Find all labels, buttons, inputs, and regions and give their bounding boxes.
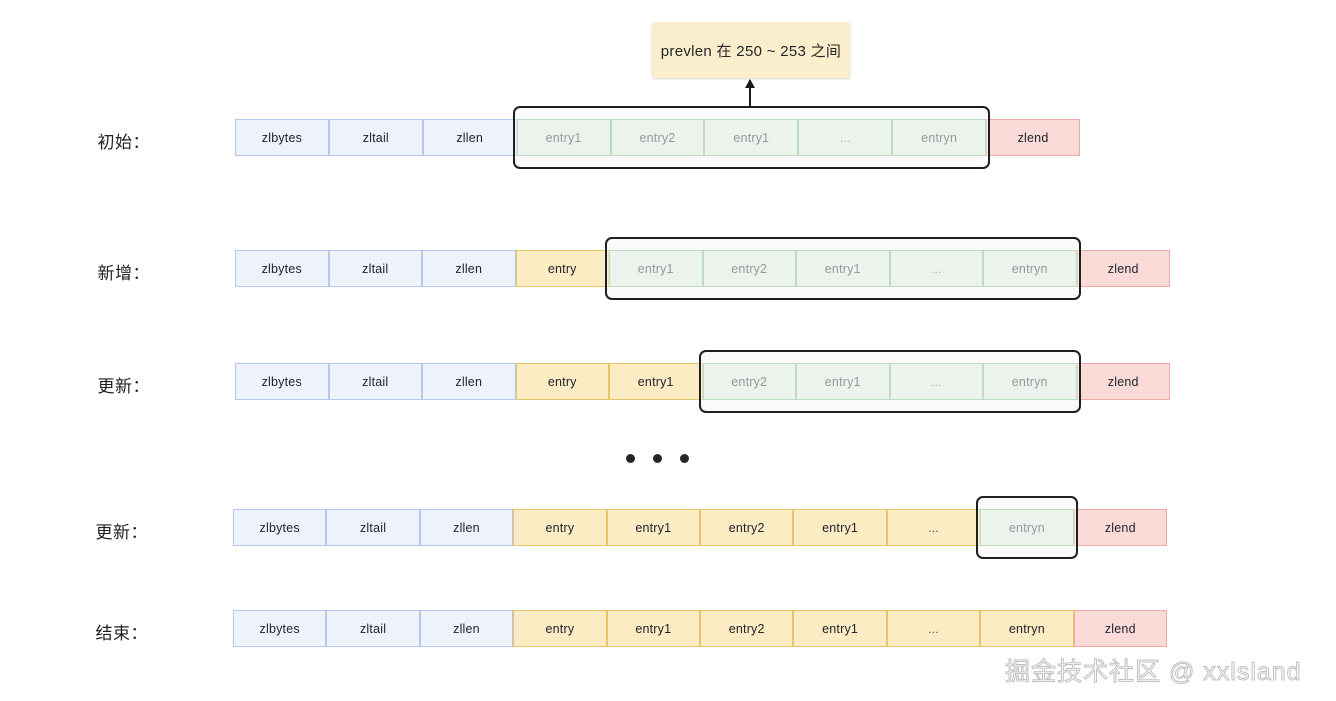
- cell-row-update-1-6: entry1: [796, 363, 890, 400]
- cell-row-initial-7: entryn: [892, 119, 987, 156]
- cell-row-update-2-0: zlbytes: [233, 509, 327, 546]
- cell-row-initial-3: entry1: [516, 119, 611, 156]
- row-label-row-end: 结束：: [95, 624, 148, 643]
- cell-row-end-6: entry1: [793, 610, 887, 647]
- cell-row-update-2-5: entry2: [700, 509, 794, 546]
- cell-row-update-2-1: zltail: [326, 509, 420, 546]
- cell-row-insert-1: zltail: [328, 250, 422, 287]
- cell-row-update-1-0: zlbytes: [235, 363, 329, 400]
- cell-row-end-2: zllen: [419, 610, 514, 647]
- watermark: 掘金技术社区 @ xxlsland: [1005, 658, 1302, 687]
- cell-row-update-1-5: entry2: [702, 363, 796, 400]
- cell-row-insert-8: entryn: [983, 250, 1077, 287]
- cell-row-end-4: entry1: [606, 610, 700, 647]
- cell-row-end-9: zlend: [1073, 610, 1167, 647]
- ellipsis-separator: [626, 454, 696, 466]
- callout-arrow-icon: [745, 79, 755, 108]
- cell-row-end-8: entryn: [980, 610, 1074, 647]
- ellipsis-dot: [680, 454, 689, 463]
- cell-row-update-1-9: zlend: [1076, 363, 1170, 400]
- cell-row-update-1-3: entry: [515, 363, 609, 400]
- cell-row-initial-6: ...: [798, 119, 893, 156]
- cell-row-initial-4: entry2: [610, 119, 705, 156]
- cell-row-end-7: ...: [886, 610, 981, 647]
- cell-row-update-2-9: zlend: [1073, 509, 1167, 546]
- cell-row-update-1-8: entryn: [983, 363, 1077, 400]
- ellipsis-dot: [653, 454, 662, 463]
- cell-row-insert-2: zllen: [422, 250, 516, 287]
- cell-row-update-2-2: zllen: [419, 509, 514, 546]
- row-label-row-update-1: 更新：: [97, 377, 150, 396]
- cell-row-update-1-2: zllen: [422, 363, 516, 400]
- cell-row-update-1-7: ...: [889, 363, 983, 400]
- row-label-row-insert: 新增：: [97, 264, 150, 283]
- cell-row-end-0: zlbytes: [233, 610, 327, 647]
- cell-row-insert-9: zlend: [1076, 250, 1170, 287]
- cell-row-update-2-7: ...: [886, 509, 981, 546]
- prevlen-callout: prevlen 在 250 ~ 253 之间: [652, 22, 850, 78]
- cell-row-update-1-4: entry1: [609, 363, 703, 400]
- cell-row-end-5: entry2: [700, 610, 794, 647]
- callout-text: prevlen 在 250 ~ 253 之间: [660, 42, 842, 60]
- cell-row-insert-3: entry: [515, 250, 609, 287]
- cell-row-update-2-3: entry: [513, 509, 607, 546]
- cell-row-initial-8: zlend: [986, 119, 1080, 156]
- cell-row-update-2-4: entry1: [606, 509, 700, 546]
- cell-row-update-1-1: zltail: [328, 363, 422, 400]
- ellipsis-dot: [626, 454, 635, 463]
- cell-row-insert-5: entry2: [702, 250, 796, 287]
- cell-row-initial-5: entry1: [704, 119, 799, 156]
- cell-row-insert-4: entry1: [609, 250, 703, 287]
- cell-row-insert-6: entry1: [796, 250, 890, 287]
- row-label-row-initial: 初始：: [97, 133, 150, 152]
- cell-row-end-1: zltail: [326, 610, 420, 647]
- row-label-row-update-2: 更新：: [95, 523, 148, 542]
- cell-row-end-3: entry: [513, 610, 607, 647]
- cell-row-insert-7: ...: [889, 250, 983, 287]
- cell-row-update-2-6: entry1: [793, 509, 887, 546]
- cell-row-insert-0: zlbytes: [235, 250, 329, 287]
- cell-row-initial-2: zllen: [422, 119, 517, 156]
- cell-row-update-2-8: entryn: [980, 509, 1074, 546]
- cell-row-initial-1: zltail: [328, 119, 423, 156]
- cell-row-initial-0: zlbytes: [235, 119, 329, 156]
